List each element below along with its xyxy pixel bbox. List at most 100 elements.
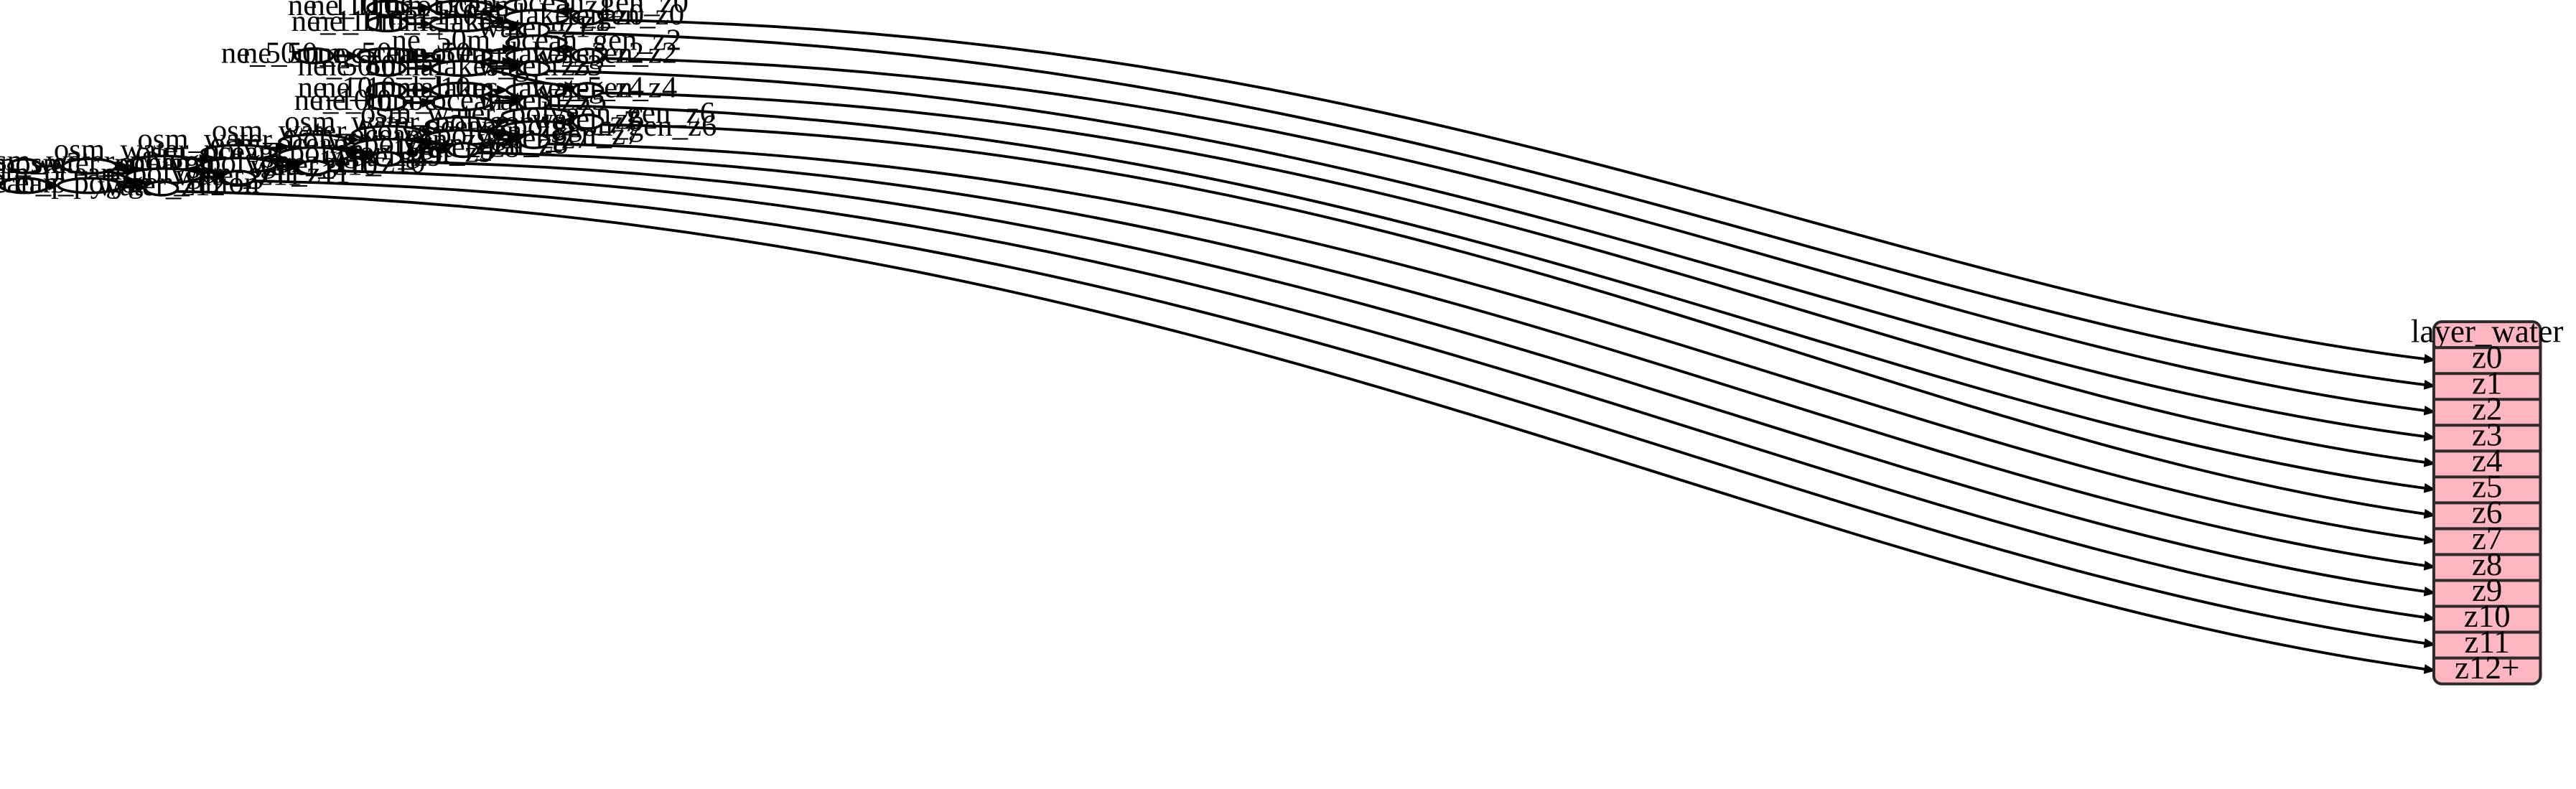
edge-arrowhead — [2423, 380, 2436, 390]
edge-arrowhead — [123, 177, 136, 187]
edge-arrowhead — [502, 57, 515, 67]
edge-water_z5-to-layer_water — [547, 103, 2427, 490]
edge-arrowhead — [495, 2, 508, 12]
node-shape — [429, 15, 495, 33]
edge-arrowhead — [509, 134, 522, 145]
node-water_z2[interactable]: water_z2 — [531, 37, 644, 70]
record-row-z1: z1 — [2472, 365, 2502, 401]
record-row-z2: z2 — [2472, 391, 2502, 427]
record-row-z12+: z12+ — [2455, 650, 2519, 686]
node-label: water_z6 — [531, 102, 644, 136]
edge-arrowhead — [347, 50, 360, 61]
node-shape — [7, 158, 42, 174]
node-label: water_z9 — [330, 139, 443, 173]
edge-arrowhead — [2423, 587, 2436, 597]
node-water_z8[interactable]: water_z8 — [407, 131, 520, 164]
edge-water_z4-to-layer_water — [601, 91, 2427, 464]
record-row-z7: z7 — [2472, 520, 2502, 556]
edge-arrowhead — [275, 143, 288, 154]
edge-arrowhead — [2423, 534, 2436, 545]
node-shape — [365, 15, 409, 33]
edge-arrowhead — [2423, 483, 2436, 493]
edge-arrowhead — [497, 129, 510, 139]
edge-arrowhead — [422, 85, 434, 95]
record-row-z10: z10 — [2464, 598, 2511, 634]
node-label: water_z7 — [478, 121, 591, 155]
edge-water_z12-to-layer_water — [176, 190, 2427, 671]
node-shape — [144, 179, 179, 197]
edge-water_z9-to-layer_water — [399, 160, 2427, 594]
node-shape — [430, 94, 493, 111]
node-shape — [518, 133, 551, 149]
node-shape — [571, 47, 605, 65]
edge-water_z2-to-layer_water — [601, 57, 2427, 413]
edge-water_z11-to-layer_water — [253, 179, 2427, 645]
edge-water_z8-to-layer_water — [477, 151, 2427, 568]
edge-arrowhead — [213, 172, 225, 182]
record-row-z3: z3 — [2472, 417, 2502, 453]
edge-arrowhead — [2423, 431, 2436, 442]
layer-water-record[interactable]: layer_waterz0z1z2z3z4z5z6z7z8z9z10z11z12… — [2411, 313, 2563, 685]
nodes-layer: ne_110m_oceanne_110m_ocean_gen_z1ne_110m… — [0, 0, 717, 202]
record-row-z0: z0 — [2472, 340, 2502, 375]
edge-arrowhead — [275, 156, 288, 167]
edge-arrowhead — [2423, 612, 2436, 622]
node-water_z3[interactable]: water_z3 — [478, 49, 591, 83]
edge-arrowhead — [2423, 561, 2436, 571]
edge-arrowhead — [509, 63, 522, 74]
node-shape — [366, 94, 408, 111]
node-ne_110m_lakes[interactable]: ne_110m_lakes — [291, 4, 483, 38]
edge-arrowhead — [497, 116, 510, 126]
edge-arrowhead — [422, 98, 434, 108]
edge-arrowhead — [2423, 664, 2436, 674]
edge-arrowhead — [509, 98, 522, 108]
record-row-z4: z4 — [2472, 443, 2502, 479]
node-label: water_z11 — [175, 159, 302, 192]
edge-arrowhead — [2423, 354, 2436, 364]
node-ne_50m_lakes_gen_z3[interactable]: ne_50m_lakes_gen_z3 — [321, 49, 602, 83]
edge-arrowhead — [2423, 508, 2436, 519]
edge-arrowhead — [497, 85, 509, 95]
node-label: osm_ocean_polygon_union — [0, 166, 259, 200]
node-shape — [447, 141, 480, 159]
node-label: water_z12 — [98, 169, 225, 202]
record-row-z8: z8 — [2472, 546, 2502, 582]
edge-arrowhead — [361, 152, 374, 162]
edge-arrowhead — [422, 50, 434, 61]
node-water_z4[interactable]: water_z4 — [531, 70, 644, 104]
edge-water_z10-to-layer_water — [328, 169, 2427, 620]
node-shape — [57, 177, 123, 195]
edge-arrowhead — [2423, 406, 2436, 416]
node-label: water_z4 — [531, 70, 644, 104]
node-water_z10[interactable]: water_z10 — [250, 148, 378, 182]
node-shape — [365, 60, 407, 78]
edge-arrowhead — [123, 164, 136, 175]
edge-arrowhead — [509, 22, 522, 33]
node-shape — [296, 159, 332, 177]
node-water_z12[interactable]: water_z12 — [98, 169, 225, 202]
node-water_z11[interactable]: water_z11 — [175, 159, 302, 192]
node-label: water_z10 — [250, 148, 378, 182]
edge-arrowhead — [288, 162, 300, 172]
node-shape — [571, 9, 605, 26]
edge-arrowhead — [117, 160, 130, 171]
node-water_z9[interactable]: water_z9 — [330, 139, 443, 173]
node-osm_ocean_polygon[interactable]: osm_ocean_polygon — [0, 166, 151, 200]
edge-water_z1-to-layer_water — [548, 31, 2427, 387]
node-shape — [518, 60, 551, 77]
node-shape — [571, 113, 605, 130]
node-shape — [221, 169, 256, 187]
edge-water_z7-to-layer_water — [547, 142, 2427, 542]
edge-arrowhead — [199, 154, 212, 164]
record-title: layer_water — [2411, 313, 2563, 349]
record-row-z6: z6 — [2472, 495, 2502, 531]
node-osm_ocean_polygon_union[interactable]: osm_ocean_polygon_union — [0, 166, 259, 200]
node-water_z6[interactable]: water_z6 — [531, 102, 644, 136]
node-water_z7[interactable]: water_z7 — [478, 121, 591, 155]
edge-water_z3-to-layer_water — [548, 69, 2427, 439]
edge-water_z6-to-layer_water — [601, 123, 2427, 515]
record-row-z11: z11 — [2465, 624, 2510, 660]
edge-arrowhead — [422, 63, 434, 74]
edge-arrowhead — [420, 3, 433, 14]
